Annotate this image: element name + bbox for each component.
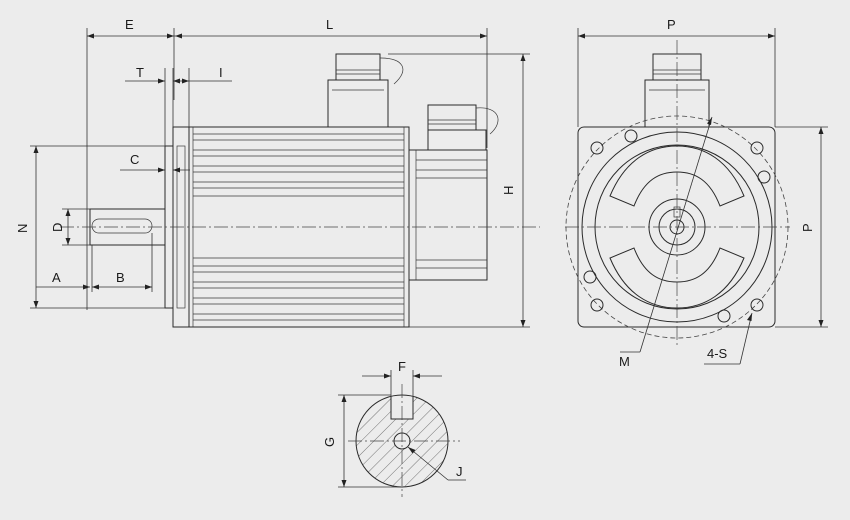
leader-M: M [619, 116, 713, 369]
shaft-section: F G J [322, 359, 466, 497]
dim-L: L [174, 17, 488, 148]
dim-P-side: P [775, 126, 828, 328]
label-B: B [116, 270, 125, 285]
label-L: L [326, 17, 333, 32]
motor-body [188, 126, 410, 328]
label-P-top: P [667, 17, 676, 32]
encoder-connector [427, 104, 499, 151]
mount-hole [590, 298, 604, 312]
leader-J: J [407, 446, 466, 481]
dim-E: E [86, 17, 175, 310]
label-M: M [619, 354, 630, 369]
label-F: F [398, 359, 406, 374]
label-N: N [15, 224, 30, 233]
label-I: I [219, 65, 223, 80]
front-view: P P M 4-S [565, 17, 828, 369]
label-G: G [322, 437, 337, 447]
label-D: D [50, 223, 65, 232]
dim-T-I: T I [125, 65, 232, 146]
mount-hole [750, 298, 764, 312]
label-A: A [52, 270, 61, 285]
mount-hole [750, 141, 764, 155]
dim-N: N [15, 145, 165, 309]
dim-H: H [388, 53, 530, 328]
dim-P-top: P [577, 17, 776, 127]
label-J: J [456, 464, 463, 479]
label-H: H [501, 186, 516, 195]
dim-C: C [120, 152, 190, 173]
label-S: 4-S [707, 346, 728, 361]
side-view: E L T I C [15, 17, 540, 328]
dim-F: F [362, 359, 442, 397]
leader-S: 4-S [704, 312, 753, 365]
label-C: C [130, 152, 139, 167]
label-P-side: P [800, 223, 815, 232]
dim-G: G [322, 394, 402, 488]
encoder-housing [408, 149, 488, 281]
label-E: E [125, 17, 134, 32]
dim-A-B: A B [36, 233, 153, 292]
label-T: T [136, 65, 144, 80]
power-connector [327, 53, 404, 128]
dim-D: D [50, 208, 90, 246]
mount-hole [590, 141, 604, 155]
